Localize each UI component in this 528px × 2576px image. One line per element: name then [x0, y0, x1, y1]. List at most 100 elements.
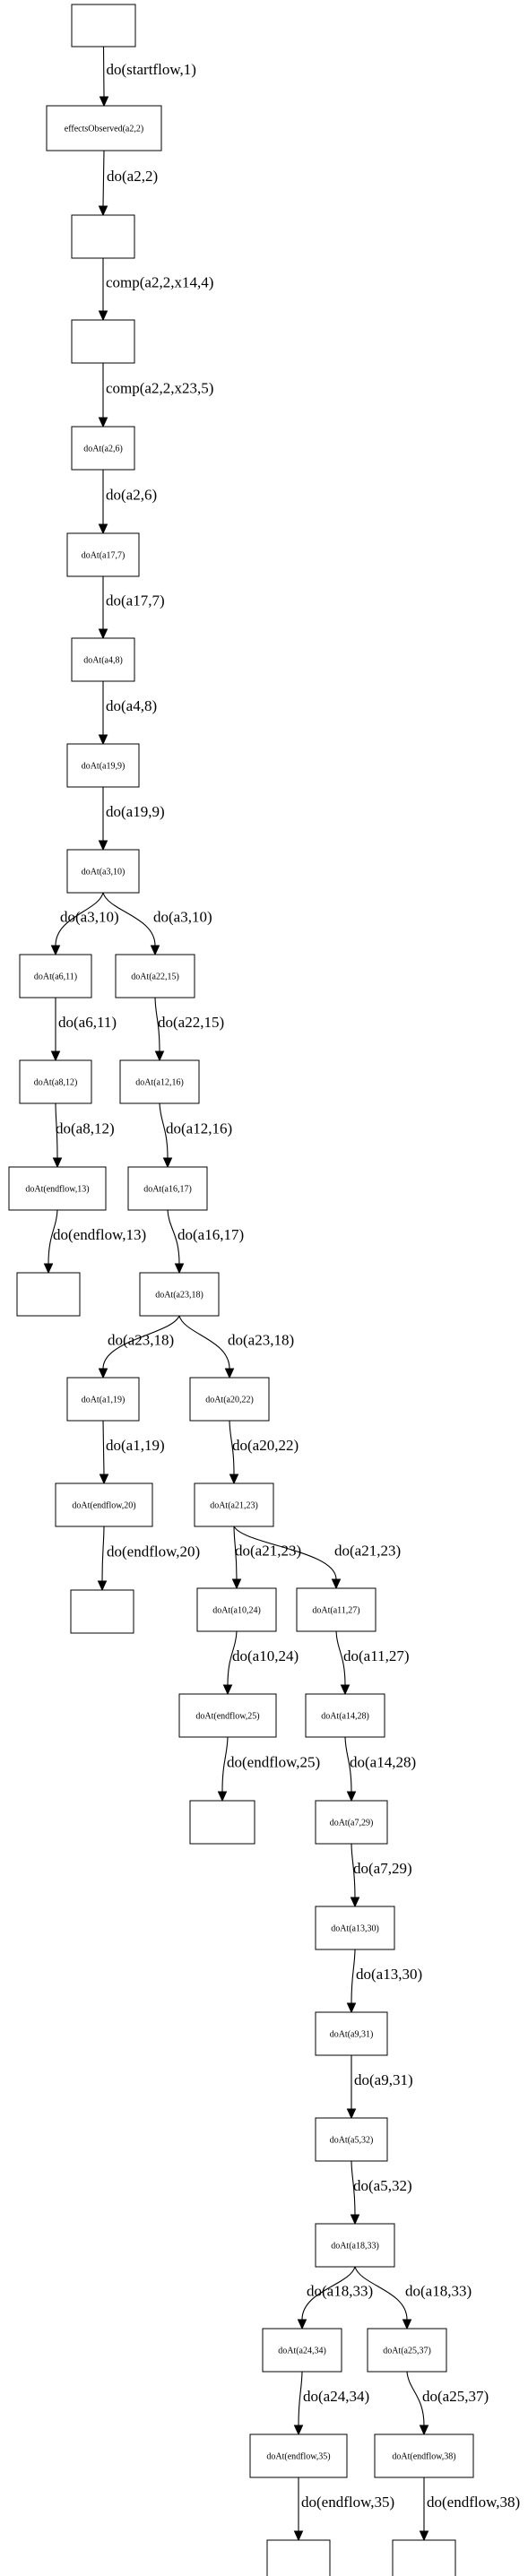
- edge-line: [221, 1736, 229, 1793]
- node-label: doAt(a9,31): [330, 2030, 374, 2040]
- edge-label: do(a25,37): [422, 2388, 489, 2405]
- edge-arrowhead: [98, 734, 108, 746]
- edge-label: do(a9,31): [354, 2071, 413, 2088]
- node-box: [71, 4, 136, 48]
- node-box: [315, 1800, 388, 1845]
- edge-label: do(a1,19): [106, 1437, 165, 1454]
- edge-arrowhead: [162, 1157, 173, 1169]
- edge-arrowhead: [98, 840, 108, 851]
- empty-state-node: [266, 2539, 331, 2576]
- node-box: [19, 1059, 92, 1104]
- node-label: doAt(a10,24): [212, 1606, 261, 1616]
- node-label: doAt(endflow,25): [195, 1712, 259, 1722]
- edge-line: [55, 1102, 58, 1159]
- empty-state-node: [16, 1272, 81, 1317]
- edge-line: [55, 892, 104, 947]
- node-box: [66, 532, 140, 577]
- node-box: [315, 1906, 395, 1950]
- state-node: doAt(a25,37): [367, 2328, 447, 2373]
- state-node: doAt(a10,24): [196, 1587, 277, 1632]
- node-label: doAt(a12,16): [135, 1078, 184, 1088]
- edge: do(a3,10): [102, 892, 212, 956]
- node-box: [392, 2539, 456, 2576]
- node-label: doAt(a5,32): [330, 2136, 374, 2146]
- edge-line: [102, 150, 105, 207]
- node-label: doAt(endflow,35): [266, 2452, 330, 2462]
- empty-state-node: [71, 319, 135, 364]
- node-label: doAt(a1,19): [82, 1396, 126, 1405]
- node-label: doAt(a21,23): [210, 1501, 258, 1511]
- edge: do(a9,31): [346, 2055, 413, 2120]
- edge: do(endflow,35): [293, 2477, 394, 2542]
- edge: do(a16,17): [167, 1209, 244, 1275]
- edge-line: [354, 2266, 408, 2321]
- edge-arrowhead: [222, 1684, 233, 1696]
- node-box: [367, 2328, 447, 2373]
- state-node: doAt(endflow,35): [249, 2433, 348, 2478]
- node-label: doAt(a14,28): [321, 1712, 369, 1722]
- edge-arrowhead: [346, 1791, 357, 1802]
- node-box: [305, 1693, 385, 1738]
- edge: do(a22,15): [154, 997, 224, 1062]
- edge: do(a1,19): [99, 1420, 165, 1485]
- state-node: doAt(a20,22): [189, 1377, 270, 1422]
- edge-label: do(a23,18): [108, 1332, 174, 1349]
- edge-label: do(a5,32): [353, 2177, 412, 2194]
- edge-line: [351, 1843, 356, 1898]
- edge-arrowhead: [154, 1050, 165, 1062]
- node-box: [70, 1589, 134, 1634]
- edge-label: do(a19,9): [106, 803, 165, 820]
- edge-line: [301, 2266, 356, 2321]
- edge-label: do(a4,8): [106, 697, 157, 714]
- edge: do(a18,33): [354, 2266, 472, 2330]
- empty-state-node: [71, 214, 135, 259]
- node-label: doAt(a23,18): [155, 1291, 203, 1301]
- edge-line: [344, 1736, 352, 1793]
- edge-label: do(a3,10): [60, 909, 119, 926]
- edge-arrowhead: [331, 1578, 342, 1590]
- edges-layer: do(startflow,1)do(a2,2)comp(a2,2,x14,4)c…: [43, 46, 520, 2542]
- state-node: doAt(a22,15): [115, 954, 195, 998]
- edge-label: do(a23,18): [228, 1332, 294, 1349]
- edge-line: [167, 1209, 180, 1265]
- edge-label: comp(a2,2,x14,4): [106, 274, 213, 291]
- edge-line: [159, 1102, 169, 1159]
- node-box: [178, 1693, 277, 1738]
- node-box: [71, 637, 135, 682]
- edge-arrowhead: [231, 1578, 242, 1590]
- edge-label: do(a21,23): [334, 1543, 401, 1560]
- node-label: doAt(a6,11): [34, 972, 77, 982]
- node-label: doAt(a3,10): [82, 868, 126, 877]
- node-box: [315, 2117, 388, 2162]
- edge-label: do(a6,11): [58, 1014, 117, 1031]
- edge: do(a14,28): [344, 1736, 416, 1802]
- state-node: doAt(a24,34): [262, 2328, 342, 2373]
- edge-label: do(a24,34): [303, 2388, 369, 2405]
- edge-label: do(endflow,20): [107, 1543, 200, 1560]
- node-box: [266, 2539, 331, 2576]
- node-box: [71, 426, 135, 471]
- node-box: [315, 2223, 395, 2268]
- state-node: doAt(a12,16): [119, 1059, 200, 1104]
- edge-label: do(a11,27): [343, 1647, 410, 1664]
- edge-arrowhead: [174, 1263, 185, 1275]
- edge-label: do(a12,16): [166, 1120, 232, 1137]
- edge: do(a21,23): [231, 1526, 301, 1590]
- edge: do(a17,7): [98, 576, 165, 640]
- edge-line: [227, 1630, 238, 1686]
- edge-label: do(endflow,35): [301, 2494, 394, 2511]
- node-label: doAt(endflow,20): [72, 1501, 135, 1511]
- empty-state-node: [392, 2539, 456, 2576]
- node-box: [296, 1587, 377, 1632]
- edge-line: [101, 1526, 105, 1582]
- edge-label: do(a20,22): [232, 1437, 299, 1454]
- node-label: doAt(endflow,13): [25, 1185, 89, 1195]
- edge: do(a7,29): [350, 1843, 412, 1908]
- state-node: doAt(a4,8): [71, 637, 135, 682]
- state-node: doAt(a2,6): [71, 426, 135, 471]
- node-box: [194, 1482, 274, 1527]
- node-label: effectsObserved(a2,2): [65, 125, 143, 134]
- state-node: doAt(a1,19): [66, 1377, 140, 1422]
- edge-line: [298, 2371, 303, 2426]
- edge-arrowhead: [52, 1157, 63, 1169]
